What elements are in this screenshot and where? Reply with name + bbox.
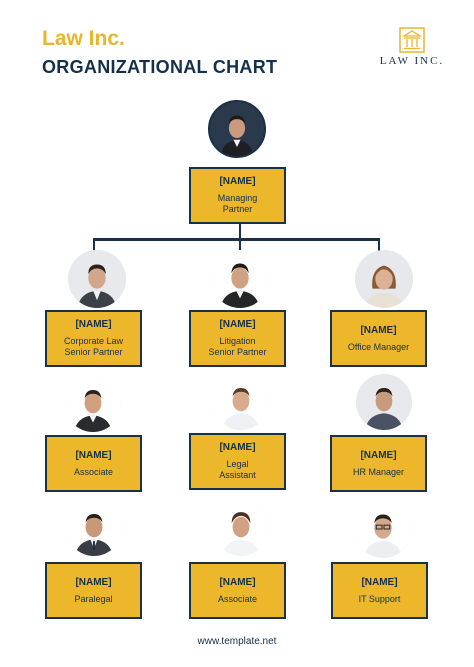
node-role: Litigation Senior Partner xyxy=(208,336,267,357)
node-name: [NAME] xyxy=(219,176,256,187)
node-name: [NAME] xyxy=(219,442,256,453)
avatar-litigation-senior-partner xyxy=(211,250,269,308)
node-role: HR Manager xyxy=(352,466,405,477)
avatar-paralegal xyxy=(66,500,122,556)
connector-top-vertical xyxy=(239,223,241,240)
company-name: Law Inc. xyxy=(42,27,125,50)
node-associate-2: [NAME] Associate xyxy=(189,562,286,619)
avatar-legal-assistant xyxy=(213,374,269,430)
node-role: Managing Partner xyxy=(217,193,258,214)
connector-left-drop xyxy=(93,238,95,251)
node-corporate-senior-partner: [NAME] Corporate Law Senior Partner xyxy=(45,310,142,367)
connector-horizontal xyxy=(93,238,380,241)
node-role: Office Manager xyxy=(347,341,410,352)
node-name: [NAME] xyxy=(75,449,112,461)
node-litigation-senior-partner: [NAME] Litigation Senior Partner xyxy=(189,310,286,367)
node-legal-assistant: [NAME] Legal Assistant xyxy=(189,433,286,490)
node-office-manager: [NAME] Office Manager xyxy=(330,310,427,367)
logo-text: LAW INC. xyxy=(379,55,445,67)
avatar-office-manager xyxy=(355,250,413,308)
node-name: [NAME] xyxy=(360,324,397,336)
node-name: [NAME] xyxy=(361,576,398,588)
node-role: Legal Assistant xyxy=(219,459,256,480)
node-role: Corporate Law Senior Partner xyxy=(63,336,124,357)
node-role: Paralegal xyxy=(74,593,113,604)
pillar-logo-icon xyxy=(399,27,425,53)
node-role: IT Support xyxy=(358,593,401,604)
connector-middle-drop xyxy=(239,238,241,251)
avatar-associate-2 xyxy=(213,500,269,556)
node-it-support: [NAME] IT Support xyxy=(331,562,428,619)
node-hr-manager: [NAME] HR Manager xyxy=(330,435,427,492)
node-name: [NAME] xyxy=(219,319,256,330)
chart-title: ORGANIZATIONAL CHART xyxy=(42,57,278,77)
node-managing-partner: [NAME] Managing Partner xyxy=(189,167,286,224)
avatar-associate-1 xyxy=(65,376,121,432)
node-associate-1: [NAME] Associate xyxy=(45,435,142,492)
avatar-corporate-senior-partner xyxy=(68,250,126,308)
company-logo: LAW INC. xyxy=(372,27,452,67)
connector-right-drop xyxy=(378,238,380,251)
avatar-it-support xyxy=(354,500,412,558)
node-name: [NAME] xyxy=(360,449,397,461)
node-name: [NAME] xyxy=(75,319,112,330)
node-role: Associate xyxy=(217,593,258,604)
footer-url: www.template.net xyxy=(197,636,277,647)
node-paralegal: [NAME] Paralegal xyxy=(45,562,142,619)
node-name: [NAME] xyxy=(219,576,256,588)
avatar-hr-manager xyxy=(356,374,412,430)
node-name: [NAME] xyxy=(75,576,112,588)
node-role: Associate xyxy=(73,466,114,477)
avatar-managing-partner xyxy=(208,100,266,158)
